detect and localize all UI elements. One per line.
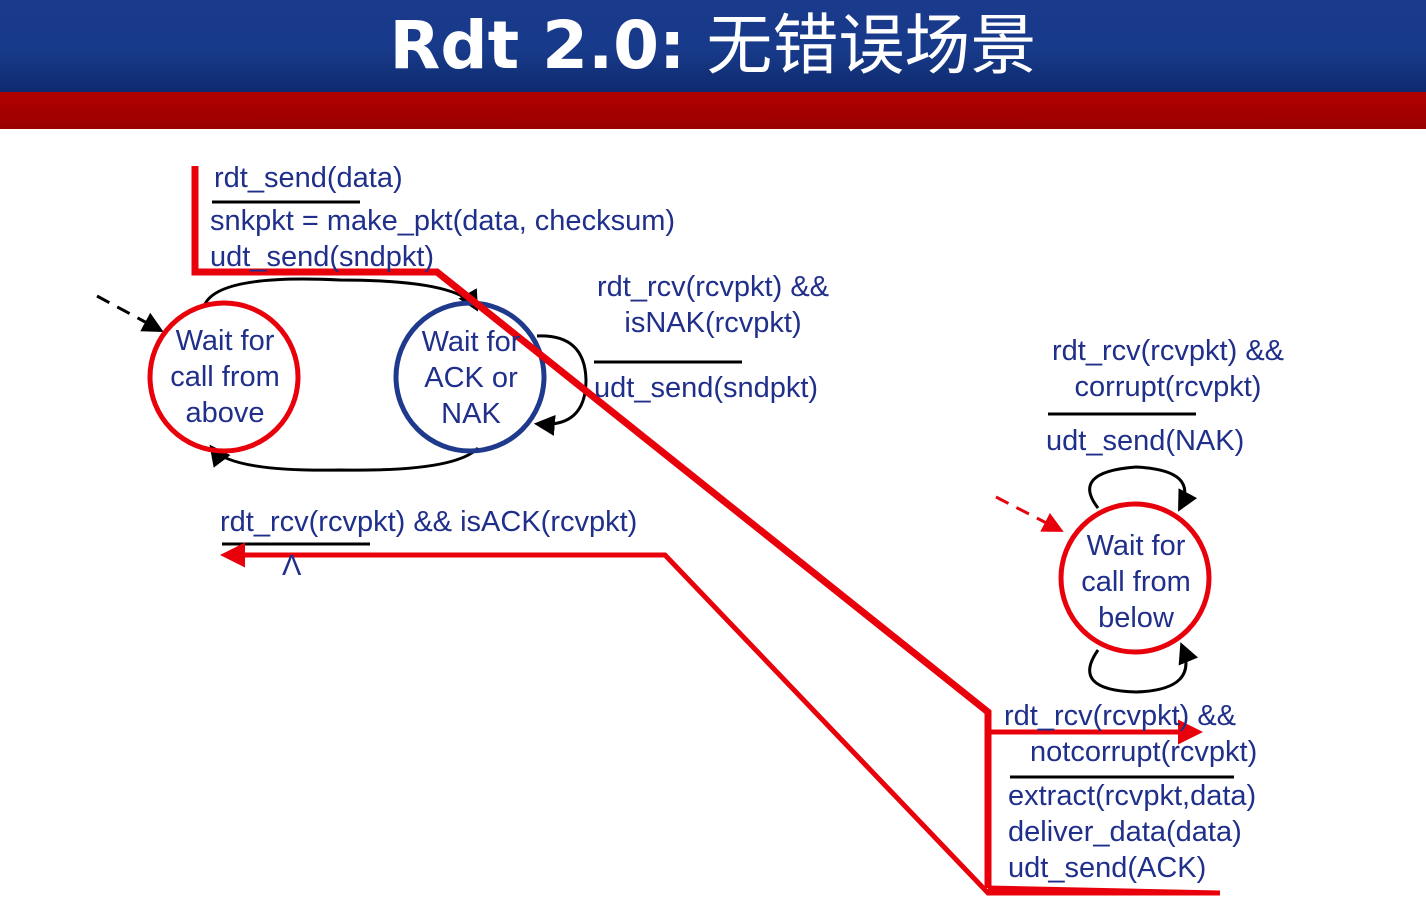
notcorrupt-action-label: extract(rcvpkt,data) <box>1008 780 1257 812</box>
corrupt-event-line: rdt_rcv(rcvpkt) && <box>1051 335 1285 367</box>
notcorrupt-event-label: rdt_rcv(rcvpkt) && <box>1004 700 1237 732</box>
corrupt-action-label: udt_send(NAK) <box>1046 425 1245 457</box>
ack-action-lambda: Λ <box>282 550 302 582</box>
corrupt-event-label: rdt_rcv(rcvpkt) && corrupt(rcvpkt) <box>1036 333 1300 405</box>
state-label-line: ACK or <box>424 362 518 394</box>
nak-event-line: isNAK(rcvpkt) <box>624 307 802 339</box>
send-event-label: rdt_send(data) <box>214 162 403 194</box>
sender-send-arc <box>203 277 479 312</box>
slide-header-band <box>0 92 1426 129</box>
receiver-corrupt-loop <box>1088 465 1198 512</box>
state-label-line: NAK <box>441 398 501 430</box>
state-wait-call-from-below <box>1058 501 1212 655</box>
sender-ack-arc <box>209 444 480 472</box>
nak-action-label: udt_send(sndpkt) <box>594 372 819 404</box>
send-action-label: snkpkt = make_pkt(data, checksum) <box>210 205 676 237</box>
state-wait-ack-or-nak <box>393 300 547 454</box>
notcorrupt-action-label: deliver_data(data) <box>1008 816 1242 848</box>
slide-title-sub: 无错误场景 <box>685 7 1037 84</box>
state-label-wait-below: Wait for call from below <box>1061 528 1211 636</box>
nak-event-label: rdt_rcv(rcvpkt) && isNAK(rcvpkt) <box>582 269 844 341</box>
state-label-line: call from <box>1081 566 1191 598</box>
slide-header <box>0 0 1426 92</box>
state-label-line: Wait for <box>421 326 521 358</box>
state-label-wait-call-above: Wait for call from above <box>150 323 300 431</box>
slide-title: Rdt 2.0: 无错误场景 <box>0 4 1426 88</box>
receiver-notcorrupt-loop <box>1088 642 1199 694</box>
sender-nak-loop <box>533 334 588 436</box>
state-wait-call-from-above <box>147 300 301 454</box>
error-free-path <box>191 166 992 888</box>
notcorrupt-event-label: notcorrupt(rcvpkt) <box>1030 736 1258 768</box>
state-label-wait-ack: Wait for ACK or NAK <box>396 324 546 432</box>
error-free-path-return <box>220 542 1221 896</box>
nak-event-line: rdt_rcv(rcvpkt) && <box>596 271 830 303</box>
notcorrupt-action-label: udt_send(ACK) <box>1008 852 1207 884</box>
state-label-line: above <box>185 397 265 429</box>
ack-event-label: rdt_rcv(rcvpkt) && isACK(rcvpkt) <box>220 506 638 538</box>
send-action-label: udt_send(sndpkt) <box>210 241 435 273</box>
slide-title-main: Rdt 2.0: <box>389 7 686 84</box>
state-label-line: call from <box>170 361 280 393</box>
state-label-line: Wait for <box>175 325 275 357</box>
receiver-initial-arrow <box>995 495 1064 532</box>
sender-initial-arrow <box>96 294 164 332</box>
state-label-line: below <box>1098 602 1174 634</box>
corrupt-event-line: corrupt(rcvpkt) <box>1074 371 1262 403</box>
state-label-line: Wait for <box>1086 530 1186 562</box>
